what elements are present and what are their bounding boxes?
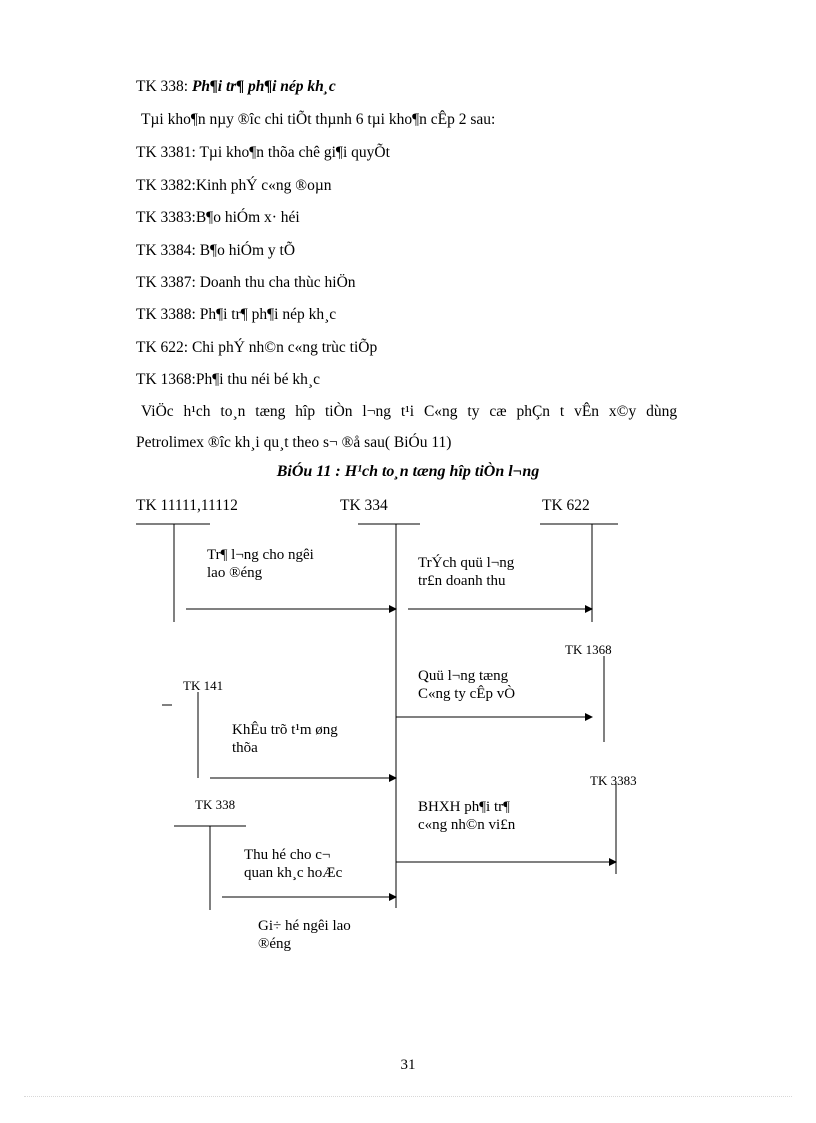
paragraph-line: TK 3387: Doanh thu cha thùc hiÖn [136, 274, 356, 291]
paragraph-line: Tµi kho¶n nµy ®­îc chi tiÕt thµnh 6 tµi … [141, 111, 496, 128]
paragraph-line: TK 3383:B¶o hiÓm x· héi [136, 209, 300, 226]
account-label: TK 141 [183, 678, 224, 693]
paragraph-line: TK 3384: B¶o hiÓm y tÕ [136, 242, 296, 259]
account-label: TK 1368 [565, 642, 612, 657]
account-label: TK 3383 [590, 773, 637, 788]
paragraph-line: Petrolimex ®­îc kh¸i qu¸t theo s¬ ®å sau… [136, 434, 452, 451]
paragraph-line: ViÖc h¹ch to¸n tæng hîp tiÒn l­¬ng t¹i C… [141, 403, 678, 420]
line-prefix: TK 338: [136, 78, 192, 95]
figure-title: BiÓu 11 : H¹ch to¸n tæng hîp tiÒn l­¬ng [276, 463, 540, 480]
transaction-label: Tr¶ l­¬ng cho ngêi lao ®éng [207, 547, 314, 581]
paragraph-line: TK 622: Chi phÝ nh©n c«ng trùc tiÕp [136, 339, 378, 356]
paragraph-line: TK 338: Ph¶i tr¶ ph¶i nép kh¸c [136, 77, 336, 97]
paragraph-line: TK 3382:Kinh phÝ c«ng ®oµn [136, 177, 332, 194]
account-label: TK 334 [340, 497, 388, 514]
transaction-label: BHXH ph¶i tr¶ c«ng nh©n vi£n [418, 799, 516, 833]
account-label: TK 11111,11112 [136, 497, 238, 514]
paragraph-line: TK 1368:Ph¶i thu néi bé kh¸c [136, 371, 320, 388]
page-number: 31 [400, 1057, 416, 1073]
account-label: TK 338 [195, 797, 236, 812]
transaction-label: KhÊu trõ t¹m øng thõa [232, 722, 338, 756]
page-bottom-divider [24, 1096, 792, 1097]
transaction-label: Thu hé cho c¬ quan kh¸c hoÆc [244, 847, 343, 881]
account-label: TK 622 [542, 497, 590, 514]
line-bold-title: Ph¶i tr¶ ph¶i nép kh¸c [191, 78, 336, 95]
transaction-label: TrÝch quü l­¬ng tr£n doanh thu [418, 555, 515, 589]
transaction-label: Quü l­¬ng tæng C«ng ty cÊp vÒ [418, 668, 516, 702]
transaction-label: Gi÷ hé ngêi lao ®éng [258, 918, 351, 952]
paragraph-line: TK 3388: Ph¶i tr¶ ph¶i nép kh¸c [136, 306, 337, 323]
paragraph-line: TK 3381: Tµi kho¶n thõa chê gi¶i quyÕt [136, 144, 390, 161]
